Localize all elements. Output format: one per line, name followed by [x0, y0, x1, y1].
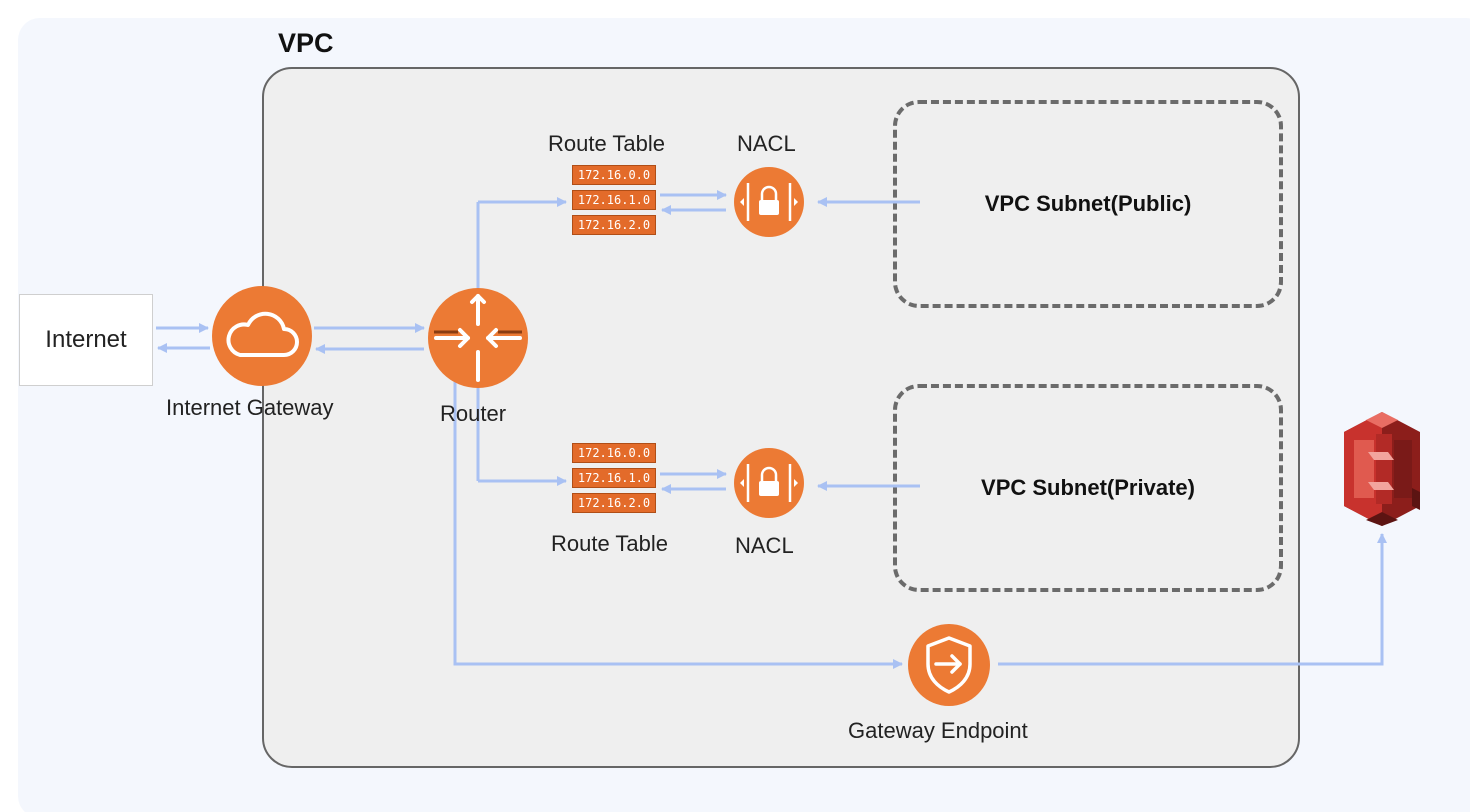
s3-bucket-icon[interactable]	[1332, 410, 1432, 528]
nacl-public-label: NACL	[737, 131, 796, 156]
route-table-private-label: Route Table	[551, 531, 669, 556]
router-node[interactable]	[428, 288, 528, 388]
subnet-private[interactable]: VPC Subnet(Private)	[893, 384, 1283, 592]
endpoint-shield-icon	[926, 636, 972, 694]
subnet-public[interactable]: VPC Subnet(Public)	[893, 100, 1283, 308]
route-table-public-entry: 172.16.0.0	[572, 165, 656, 185]
vpc-title: VPC	[278, 28, 334, 58]
lock-icon	[740, 464, 798, 502]
route-table-private-entry: 172.16.1.0	[572, 468, 656, 488]
route-table-private[interactable]: 172.16.0.0 172.16.1.0 172.16.2.0	[572, 443, 656, 518]
route-table-public[interactable]: 172.16.0.0 172.16.1.0 172.16.2.0	[572, 165, 656, 240]
link-router-to-endpoint	[453, 372, 903, 669]
nacl-private-label: NACL	[735, 533, 794, 558]
route-table-public-entry: 172.16.1.0	[572, 190, 656, 210]
internet-gateway-label: Internet Gateway	[166, 395, 334, 420]
lock-icon	[740, 183, 798, 221]
subnet-private-label: VPC Subnet(Private)	[981, 475, 1195, 500]
router-label: Router	[440, 401, 507, 426]
internet-node[interactable]: Internet	[19, 294, 153, 386]
route-table-public-entry: 172.16.2.0	[572, 215, 656, 235]
gateway-endpoint-node[interactable]	[908, 624, 990, 706]
nacl-private-node[interactable]	[734, 448, 804, 518]
route-table-public-label: Route Table	[548, 131, 666, 156]
route-table-private-entry: 172.16.2.0	[572, 493, 656, 513]
cloud-icon	[226, 311, 299, 357]
internet-label: Internet	[45, 326, 127, 353]
router-icon	[434, 294, 522, 382]
subnet-public-label: VPC Subnet(Public)	[984, 191, 1192, 216]
route-table-private-entry: 172.16.0.0	[572, 443, 656, 463]
gateway-endpoint-label: Gateway Endpoint	[848, 718, 1028, 743]
nacl-public-node[interactable]	[734, 167, 804, 237]
link-endpoint-to-s3	[998, 533, 1387, 666]
internet-gateway-node[interactable]	[212, 286, 312, 386]
